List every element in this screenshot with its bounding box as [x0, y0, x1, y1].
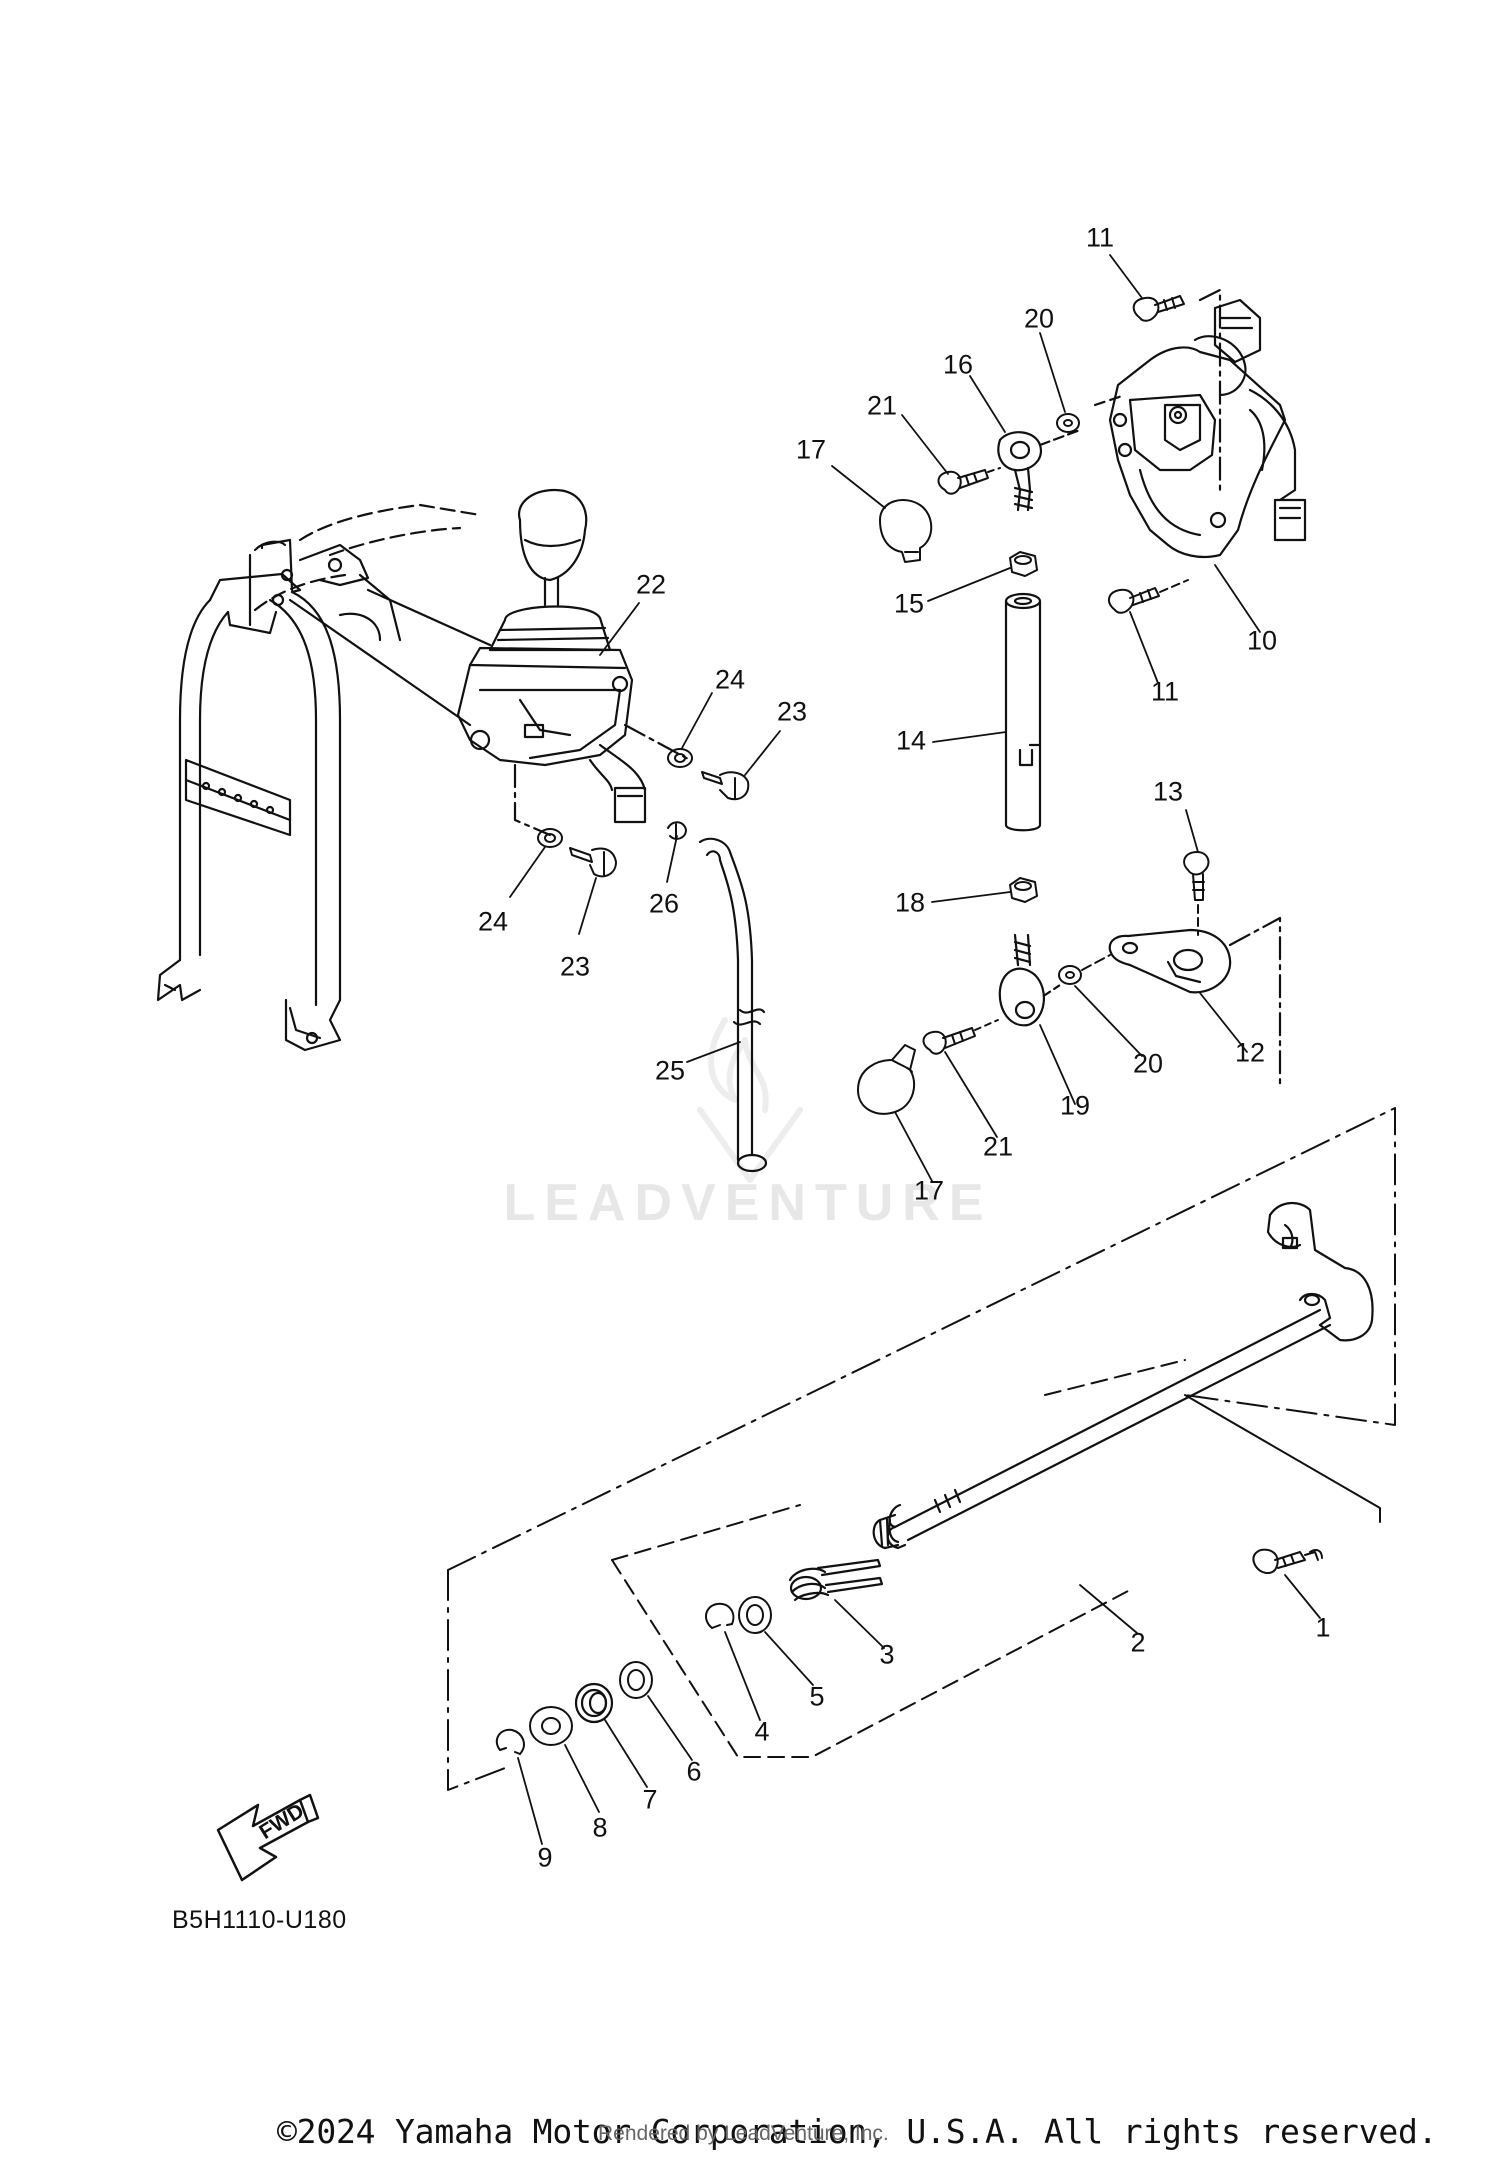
washer-5: [738, 1596, 772, 1634]
oil-seal-7: [574, 1682, 614, 1724]
bolt-13: [1183, 851, 1210, 936]
leader-lines: [509, 254, 1321, 1845]
washer-24-lower: [537, 828, 563, 848]
callout-17-upper: 17: [795, 434, 827, 465]
arm-12: [1108, 916, 1282, 1087]
callout-2: 2: [1130, 1627, 1146, 1658]
boot-17-lower: [857, 1044, 916, 1115]
callout-6: 6: [686, 1756, 702, 1787]
spring-3: [788, 1558, 884, 1602]
callout-8: 8: [592, 1812, 608, 1843]
callout-19: 19: [1059, 1090, 1091, 1121]
bolt-1: [1252, 1548, 1323, 1574]
shift-shaft-2: [872, 1202, 1374, 1550]
circlip-9: [495, 1728, 525, 1755]
callout-22: 22: [635, 569, 667, 600]
nut-15: [1009, 551, 1038, 577]
boot-17-upper: [879, 499, 933, 563]
callout-21-lower: 21: [982, 1131, 1014, 1162]
diagram-code: B5H1110-U180: [172, 1906, 347, 1934]
fwd-arrow-icon: [216, 1793, 320, 1882]
callout-7: 7: [642, 1784, 658, 1815]
callout-20-upper: 20: [1023, 303, 1055, 334]
bolt-21-upper: [937, 467, 1001, 495]
washer-8: [529, 1706, 573, 1746]
nut-18: [1009, 877, 1038, 903]
switch-assembly-10: [1093, 288, 1307, 559]
washer-20-lower: [1058, 954, 1111, 985]
callout-3: 3: [879, 1639, 895, 1670]
shift-lever-assembly: [456, 488, 692, 837]
circlip-4: [705, 1602, 735, 1629]
rod-14: [1004, 592, 1042, 832]
callout-1: 1: [1315, 1612, 1331, 1643]
washer-6: [619, 1661, 653, 1699]
callout-25: 25: [654, 1055, 686, 1086]
callout-4: 4: [754, 1716, 770, 1747]
callout-15: 15: [893, 588, 925, 619]
callout-5: 5: [809, 1681, 825, 1712]
watermark-text: LEADVENTURE: [503, 1174, 993, 1232]
washer-20-upper: [1056, 413, 1080, 433]
bolt-11-lower: [1108, 579, 1189, 614]
callout-13: 13: [1152, 776, 1184, 807]
copyright-notice: ©2024 Yamaha Motor Corporation, U.S.A. A…: [277, 2112, 1438, 2151]
washer-24-upper: [667, 748, 693, 768]
callout-14: 14: [895, 725, 927, 756]
callout-20-lower: 20: [1132, 1048, 1164, 1079]
shift-shaft-group-outline: [447, 1107, 1396, 1791]
callout-11-upper: 11: [1085, 222, 1115, 253]
bolt-21-lower: [922, 1019, 999, 1055]
callout-23-lower: 23: [559, 951, 591, 982]
watermark-logo: [697, 1017, 803, 1183]
bolt-23-upper: [701, 771, 750, 801]
callout-9: 9: [537, 1842, 553, 1873]
callout-17-lower: 17: [913, 1175, 945, 1206]
hose-25: [698, 837, 768, 1173]
callout-11-lower: 11: [1150, 676, 1180, 707]
bolt-11-upper: [1132, 295, 1185, 322]
callout-21-upper: 21: [866, 390, 898, 421]
callout-24-upper: 24: [714, 664, 746, 695]
rod-end-16: [997, 428, 1082, 512]
callout-18: 18: [894, 887, 926, 918]
rod-end-19: [998, 933, 1062, 1027]
rendered-by-notice: Rendered by LeadVenture, Inc.: [598, 2122, 889, 2145]
callout-26: 26: [648, 888, 680, 919]
callout-10: 10: [1246, 625, 1278, 656]
bolt-23-lower: [569, 847, 617, 878]
callout-16: 16: [942, 349, 974, 380]
frame-bracket: [156, 503, 492, 1052]
callout-24-lower: 24: [477, 906, 509, 937]
callout-23-upper: 23: [776, 696, 808, 727]
callout-12: 12: [1234, 1037, 1266, 1068]
